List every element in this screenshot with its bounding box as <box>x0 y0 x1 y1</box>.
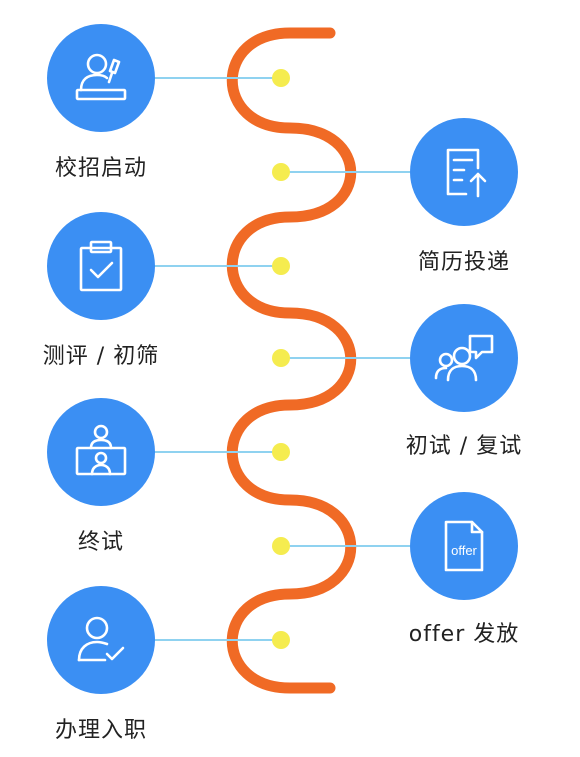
timeline-node-1 <box>272 69 290 87</box>
group-chat-icon <box>434 334 494 382</box>
clipboard-check-icon <box>79 240 123 292</box>
timeline-node-5 <box>272 443 290 461</box>
step-4-circle <box>410 304 518 412</box>
step-4-label: 初试 / 复试 <box>405 434 523 459</box>
step-5-circle <box>47 398 155 506</box>
timeline-node-4 <box>272 349 290 367</box>
step-1-circle <box>47 24 155 132</box>
step-1-label: 校招启动 <box>54 156 148 181</box>
step-2-circle <box>410 118 518 226</box>
timeline-node-6 <box>272 537 290 555</box>
svg-text:offer: offer <box>451 543 477 558</box>
timeline-node-7 <box>272 631 290 649</box>
timeline-node-3 <box>272 257 290 275</box>
step-3-label: 测评 / 初筛 <box>42 344 160 369</box>
user-check-icon <box>77 616 125 662</box>
step-6-label: offer 发放 <box>408 622 520 647</box>
offer-document-icon: offer <box>444 520 484 572</box>
step-7-circle <box>47 586 155 694</box>
step-5-label: 终试 <box>77 530 125 555</box>
step-3-circle <box>47 212 155 320</box>
resume-upload-icon <box>446 148 487 198</box>
step-7-label: 办理入职 <box>54 718 148 743</box>
step-2-label: 简历投递 <box>417 250 511 275</box>
step-6-circle: offer <box>410 492 518 600</box>
timeline-node-2 <box>272 163 290 181</box>
speaker-podium-icon <box>75 53 127 101</box>
process-path <box>226 27 357 694</box>
video-interview-icon <box>75 424 127 476</box>
